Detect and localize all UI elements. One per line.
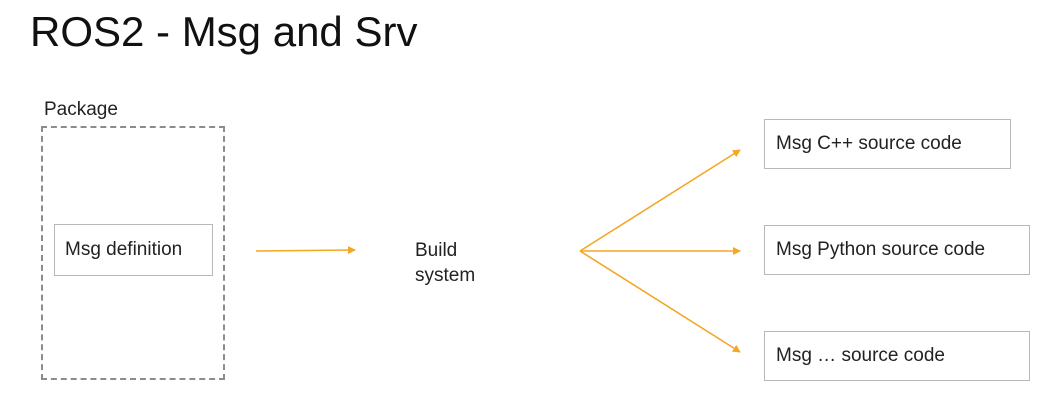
arrow-build-to-cpp <box>579 149 741 252</box>
output-cpp-node: Msg C++ source code <box>764 119 1011 169</box>
build-system-line1: Build <box>415 240 458 261</box>
output-python-label: Msg Python source code <box>776 239 986 260</box>
output-other-node: Msg … source code <box>764 331 1030 381</box>
msg-definition-node: Msg definition <box>54 224 213 276</box>
output-cpp-label: Msg C++ source code <box>776 133 962 154</box>
build-system-line2: system <box>415 265 476 286</box>
slide-title: ROS2 - Msg and Srv <box>30 8 418 55</box>
arrow-build-to-other <box>579 250 741 353</box>
package-label: Package <box>44 99 118 120</box>
msg-definition-label: Msg definition <box>65 239 183 260</box>
output-python-node: Msg Python source code <box>764 225 1030 275</box>
build-system-label: Build system <box>415 238 475 288</box>
arrow-definition-to-build <box>255 246 356 255</box>
output-other-label: Msg … source code <box>776 345 945 366</box>
package-container <box>41 126 225 380</box>
